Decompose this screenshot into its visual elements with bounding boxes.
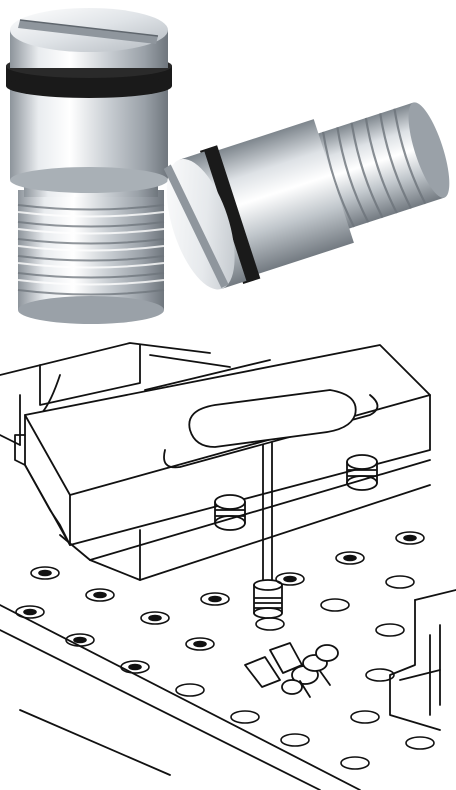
- t-handle-hex-key: [188, 389, 357, 581]
- machine-frame: [0, 342, 271, 446]
- installation-drawing: [0, 342, 456, 790]
- side-fixture: [389, 589, 456, 731]
- block-plug-screw-1: [214, 494, 246, 531]
- block-slot: [163, 394, 379, 469]
- slotted-plug-screw-lying: [163, 102, 450, 290]
- plug-screw-installing: [253, 579, 283, 619]
- product-photo-panel: [0, 0, 456, 335]
- grid-plate: [0, 604, 361, 790]
- grid-holes: [15, 531, 435, 770]
- installation-drawing-panel: [0, 335, 456, 790]
- product-photo: [6, 8, 450, 324]
- block-plug-screw-2: [346, 454, 378, 491]
- loose-plug-screws: [244, 642, 339, 698]
- slotted-plug-screw-upright: [6, 8, 172, 324]
